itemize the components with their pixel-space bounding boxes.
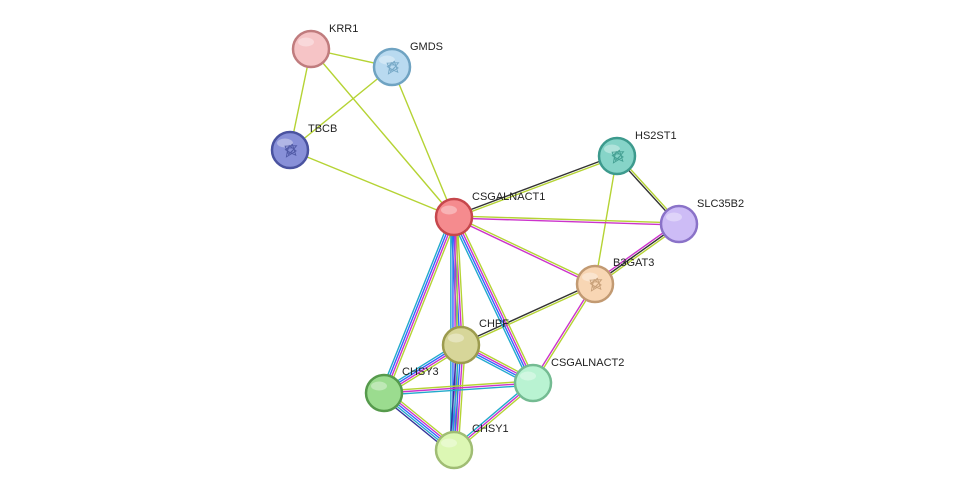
edge-strand — [459, 282, 596, 345]
edge-krr1-csgalnact1[interactable] — [310, 48, 455, 218]
node-label-gmds: GMDS — [410, 41, 443, 53]
edge-strand — [453, 217, 680, 226]
node-csgalnact2[interactable] — [513, 363, 553, 403]
edge-strand — [383, 380, 534, 392]
node-chsy3[interactable] — [364, 373, 404, 413]
node-highlight — [371, 381, 387, 391]
node-label-chpf: CHPF — [479, 318, 509, 330]
node-circle — [434, 197, 474, 237]
protein-structure-icon — [589, 277, 603, 292]
edge-strand — [454, 215, 535, 384]
edge-strand — [454, 216, 463, 346]
nodes-layer — [270, 29, 699, 470]
edge-csgalnact1-csgalnact2[interactable] — [450, 214, 537, 386]
edge-strand — [453, 215, 680, 224]
node-highlight — [666, 212, 682, 222]
edge-csgalnact1-slc35b2[interactable] — [453, 215, 680, 226]
edge-strand — [310, 48, 455, 218]
edge-strand — [456, 216, 465, 346]
node-circle — [441, 325, 481, 365]
node-chpf[interactable] — [441, 325, 481, 365]
edge-strand — [383, 382, 534, 394]
edge-strand — [531, 282, 595, 384]
edge-hs2st1-csgalnact1[interactable] — [452, 154, 619, 219]
edge-strand — [289, 66, 393, 151]
edge-strand — [289, 149, 455, 218]
protein-structure-icon — [611, 149, 625, 164]
node-highlight — [520, 371, 536, 381]
node-circle — [291, 29, 331, 69]
node-tbcb[interactable] — [270, 130, 310, 170]
node-label-tbcb: TBCB — [308, 123, 337, 135]
edge-strand — [386, 217, 458, 395]
node-highlight — [441, 438, 457, 448]
protein-structure-icon — [284, 143, 298, 158]
edge-strand — [382, 215, 454, 394]
node-highlight — [448, 333, 464, 343]
edge-tbcb-csgalnact1[interactable] — [289, 149, 455, 218]
node-krr1[interactable] — [291, 29, 331, 69]
edge-strand — [460, 284, 597, 347]
node-circle — [659, 204, 699, 244]
edges-layer — [289, 48, 681, 454]
node-circle — [364, 373, 404, 413]
edge-strand — [456, 214, 537, 383]
edge-gmds-csgalnact1[interactable] — [391, 66, 455, 218]
node-circle — [434, 430, 474, 470]
node-label-slc35b2: SLC35B2 — [697, 198, 744, 210]
protein-structure-icon — [386, 60, 400, 75]
node-hs2st1[interactable] — [597, 136, 637, 176]
edge-strand — [384, 216, 456, 395]
edge-b3gat3-chpf[interactable] — [459, 282, 597, 347]
node-label-b3gat3: B3GAT3 — [613, 257, 654, 269]
node-circle — [597, 136, 637, 176]
edge-chsy3-csgalnact2[interactable] — [383, 380, 534, 396]
edge-strand — [380, 215, 452, 393]
edge-gmds-tbcb[interactable] — [289, 66, 393, 151]
node-label-krr1: KRR1 — [329, 23, 358, 35]
node-slc35b2[interactable] — [659, 204, 699, 244]
edge-strand — [453, 215, 597, 284]
node-label-csgalnact1: CSGALNACT1 — [472, 191, 545, 203]
node-b3gat3[interactable] — [575, 264, 615, 304]
node-gmds[interactable] — [372, 47, 412, 87]
node-highlight — [298, 37, 314, 47]
node-highlight — [441, 205, 457, 215]
edge-strand — [452, 216, 533, 385]
node-circle — [513, 363, 553, 403]
node-label-chsy1: CHSY1 — [472, 423, 509, 435]
node-chsy1[interactable] — [434, 430, 474, 470]
edge-strand — [533, 283, 597, 385]
edge-strand — [391, 66, 455, 218]
edge-csgalnact1-chsy3[interactable] — [380, 215, 458, 395]
node-label-csgalnact2: CSGALNACT2 — [551, 357, 624, 369]
node-circle — [372, 47, 412, 87]
edge-b3gat3-csgalnact2[interactable] — [531, 282, 597, 385]
node-csgalnact1[interactable] — [434, 197, 474, 237]
edge-strand — [452, 154, 618, 217]
edge-strand — [383, 384, 534, 396]
edge-strand — [453, 156, 619, 219]
node-label-hs2st1: HS2ST1 — [635, 130, 677, 142]
edge-strand — [450, 217, 531, 386]
node-label-chsy3: CHSY3 — [402, 366, 439, 378]
node-circle — [575, 264, 615, 304]
edge-csgalnact1-b3gat3[interactable] — [452, 215, 597, 286]
edge-strand — [452, 217, 596, 286]
node-circle — [270, 130, 310, 170]
